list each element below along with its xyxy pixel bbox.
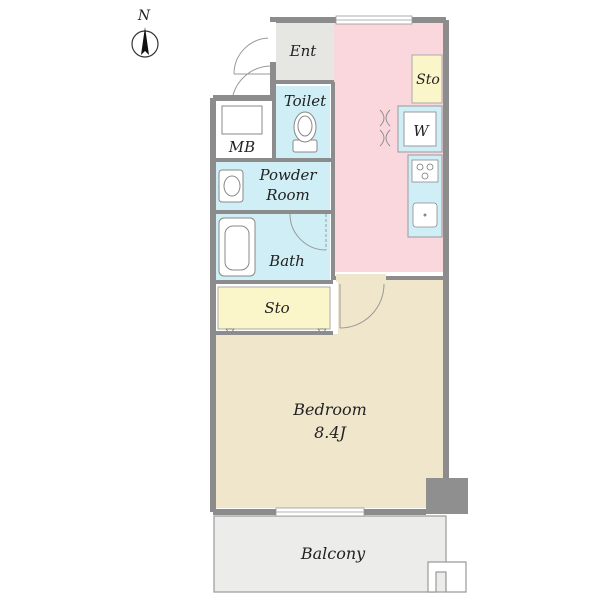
washer-label: W [413,122,430,140]
compass-north-label: N [137,8,151,24]
bath-label: Bath [268,252,305,270]
toilet-label: Toilet [284,92,327,110]
compass-needle-icon [141,27,149,55]
compass: N [131,8,159,58]
entrance-door-swing [231,37,271,101]
powder-room-label-line2: Room [265,186,310,204]
balcony-outdoor-unit [427,561,467,593]
meter-box-label: MB [228,138,255,156]
hall-storage-label: Sto [264,299,289,317]
interior-walls [213,80,446,335]
bedroom-label: Bedroom [292,400,367,419]
washer-icon [403,111,437,147]
closet-door-icon [379,109,391,147]
kitchen-storage [411,54,443,104]
bathtub-icon [218,217,256,277]
toilet-icon [292,111,318,153]
washbasin-icon [218,169,244,203]
structural-column [426,478,468,514]
bedroom-door-swing [339,283,385,329]
kitchen-storage-label: Sto [416,72,440,88]
balcony-label: Balcony [300,544,366,563]
bedroom-size-label: 8.4J [314,423,347,442]
balcony-floor [213,515,447,593]
meter-box-cabinet [221,105,263,135]
hall-storage [217,286,331,330]
wall-openings [268,15,413,517]
entrance-floor [272,22,334,80]
entrance-label: Ent [289,42,318,60]
bath-door-swing [289,213,327,251]
powder-room-label-line1: Powder [258,166,317,184]
stove-icon [411,159,439,183]
bedroom-floor [216,280,444,508]
